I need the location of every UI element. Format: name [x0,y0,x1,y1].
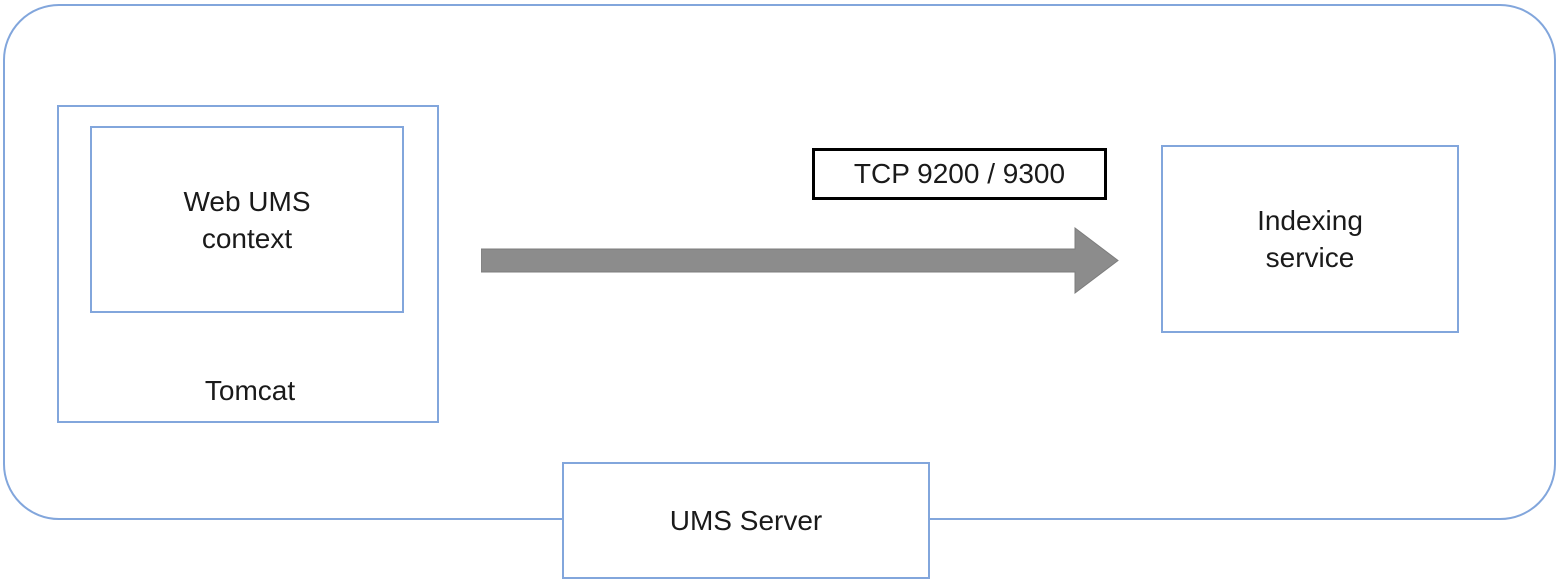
web-ums-context-box: Web UMS context [90,126,404,313]
arrow-right-icon [481,227,1119,294]
tcp-port-label-box: TCP 9200 / 9300 [812,148,1107,200]
ums-server-label: UMS Server [669,504,823,536]
tcp-port-label: TCP 9200 / 9300 [853,158,1066,189]
indexing-service-box: Indexing service [1161,145,1459,333]
indexing-service-label-line2: service [1265,242,1355,273]
tomcat-label: Tomcat [204,375,296,406]
web-ums-context-label-line1: Web UMS [183,185,311,217]
indexing-service-label-line1: Indexing [1257,205,1363,236]
ums-server-title-box: UMS Server [562,462,930,579]
web-ums-context-label-line2: context [201,222,293,254]
